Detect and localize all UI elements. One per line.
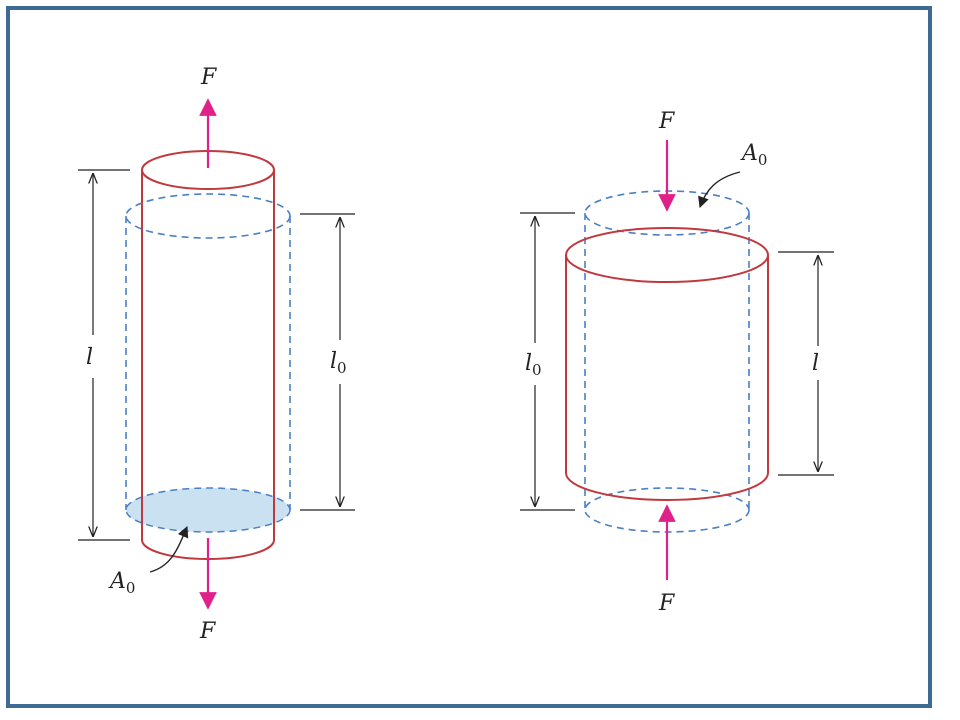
deformed-cylinder-compression [565, 227, 769, 501]
original-length-dimension-compression [520, 212, 575, 511]
area-label-compression: A0 [740, 141, 767, 169]
original-area-fill [125, 487, 291, 533]
area-pointer-arrow [149, 525, 189, 573]
force-label-bottom: F [199, 619, 216, 644]
length-label: l [86, 345, 93, 370]
length-dimension [78, 169, 130, 541]
original-cylinder [125, 193, 291, 510]
area-pointer-arrow-compression [698, 171, 741, 209]
area-label: A0 [108, 569, 135, 597]
force-label-bottom-compression: F [658, 591, 675, 616]
tension-specimen: F F l l0 A0 [78, 65, 355, 644]
compression-specimen: F F A0 l0 l [520, 109, 834, 616]
original-length-label-compression: l0 [525, 351, 542, 379]
figure-frame [6, 6, 932, 708]
original-length-dimension [300, 213, 355, 511]
force-label-top-compression: F [658, 109, 675, 134]
force-label-top: F [200, 65, 217, 90]
length-dimension-compression [778, 251, 834, 476]
original-length-label: l0 [330, 349, 347, 377]
length-label-compression: l [812, 351, 819, 376]
